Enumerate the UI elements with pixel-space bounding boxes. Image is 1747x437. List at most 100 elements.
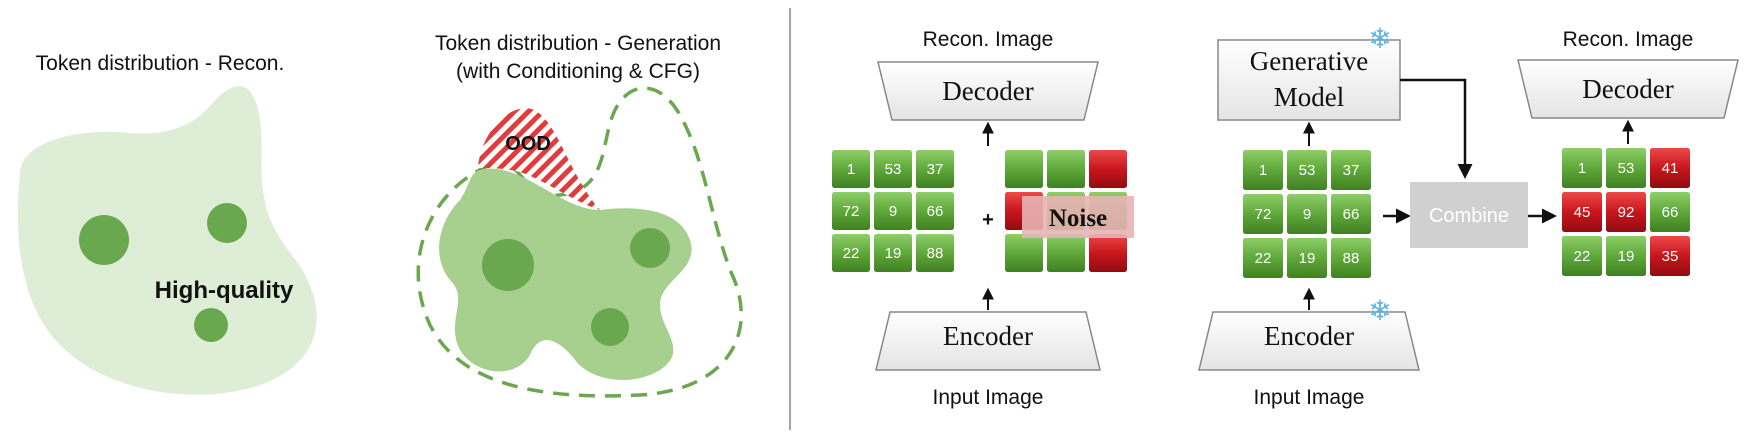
ood-region xyxy=(478,108,600,210)
noise-token-cell xyxy=(1004,233,1044,273)
middle-token-cell-value: 9 xyxy=(889,203,897,220)
middle-token-cell xyxy=(915,233,955,273)
output-token-cell-value: 19 xyxy=(1618,248,1635,265)
recon-image-label-middle: Recon. Image xyxy=(923,28,1054,51)
input-image-label-right: Input Image xyxy=(1254,386,1365,409)
middle-token-cell-value: 88 xyxy=(927,245,944,262)
noise-band xyxy=(1022,196,1134,238)
right-token-cell-value: 53 xyxy=(1299,162,1316,179)
high-quality-label: High-quality xyxy=(155,277,294,304)
gen-dot-1 xyxy=(482,239,534,291)
right-token-cell-value: 22 xyxy=(1255,250,1272,267)
middle-token-cell xyxy=(831,233,871,273)
right-token-cell xyxy=(1242,237,1284,279)
decoder-label-middle: Decoder xyxy=(942,76,1033,106)
middle-token-cell-value: 72 xyxy=(843,203,860,220)
encoder-block-middle xyxy=(875,311,1101,371)
output-token-cell xyxy=(1649,191,1691,233)
right-token-cell xyxy=(1242,149,1284,191)
noise-label: Noise xyxy=(1049,205,1107,232)
output-token-cell xyxy=(1605,191,1647,233)
token-grid-right: 1 53 37 72 9 66 22 19 88 xyxy=(1242,149,1372,279)
right-token-cell-value: 9 xyxy=(1303,206,1311,223)
middle-token-cell-value: 37 xyxy=(927,161,944,178)
recon-distribution-title: Token distribution - Recon. xyxy=(36,52,285,75)
output-token-cell xyxy=(1561,191,1603,233)
encoder-block-right xyxy=(1198,311,1420,371)
right-token-cell xyxy=(1242,193,1284,235)
plus-sign: + xyxy=(982,209,994,231)
right-token-cell xyxy=(1286,193,1328,235)
noise-token-cell xyxy=(1088,233,1128,273)
noise-token-cell xyxy=(1046,233,1086,273)
right-token-cell xyxy=(1330,193,1372,235)
right-token-cell-value: 66 xyxy=(1343,206,1360,223)
frozen-snowflake-icon: ❄ xyxy=(1368,22,1391,55)
recon-image-label-right: Recon. Image xyxy=(1563,28,1694,51)
noise-token-cell xyxy=(1004,149,1044,189)
output-token-cell-value: 66 xyxy=(1662,204,1679,221)
output-token-cell xyxy=(1649,235,1691,277)
generation-distribution-title-line2: (with Conditioning & CFG) xyxy=(456,60,700,83)
generative-model-label-line1: Generative xyxy=(1250,46,1368,76)
encoder-label-middle: Encoder xyxy=(943,321,1033,351)
output-token-cell xyxy=(1561,147,1603,189)
output-token-cell xyxy=(1605,147,1647,189)
input-image-label-middle: Input Image xyxy=(933,386,1044,409)
output-token-cell xyxy=(1649,147,1691,189)
middle-token-cell-value: 53 xyxy=(885,161,902,178)
arrow-generative-to-combine xyxy=(1400,78,1473,179)
right-token-cell xyxy=(1330,149,1372,191)
output-token-cell xyxy=(1605,235,1647,277)
right-token-cell-value: 19 xyxy=(1299,250,1316,267)
right-token-cell xyxy=(1286,237,1328,279)
middle-token-cell xyxy=(873,149,913,189)
noise-token-cell xyxy=(1046,149,1086,189)
middle-token-cell-value: 19 xyxy=(885,245,902,262)
recon-dot-3 xyxy=(194,308,228,342)
generation-distribution-blob xyxy=(439,168,692,381)
recon-dot-1 xyxy=(79,215,129,265)
middle-token-cell xyxy=(915,149,955,189)
middle-token-cell xyxy=(915,191,955,231)
right-token-cell xyxy=(1330,237,1372,279)
combine-label: Combine xyxy=(1429,205,1509,227)
middle-token-cell-value: 66 xyxy=(927,203,944,220)
generative-model-block xyxy=(1217,39,1401,121)
ood-label: OOD xyxy=(505,133,551,155)
generation-distribution-title-line1: Token distribution - Generation xyxy=(435,32,721,55)
output-token-cell-value: 53 xyxy=(1618,160,1635,177)
decoder-block-middle xyxy=(877,61,1099,121)
right-token-cell-value: 88 xyxy=(1343,250,1360,267)
output-token-cell-value: 92 xyxy=(1618,204,1635,221)
right-token-cell-value: 72 xyxy=(1255,206,1272,223)
right-token-cell-value: 1 xyxy=(1259,162,1267,179)
middle-token-cell xyxy=(831,191,871,231)
recon-dot-2 xyxy=(207,203,247,243)
middle-token-cell xyxy=(873,233,913,273)
decoder-block-right xyxy=(1517,59,1739,119)
frozen-snowflake-icon-encoder: ❄ xyxy=(1368,294,1391,327)
decoder-label-right: Decoder xyxy=(1582,74,1673,104)
encoder-label-right: Encoder xyxy=(1264,321,1354,351)
output-token-cell-value: 41 xyxy=(1662,160,1679,177)
middle-token-cell xyxy=(831,149,871,189)
conditioning-dashed-boundary xyxy=(416,86,743,398)
right-token-cell-value: 37 xyxy=(1343,162,1360,179)
token-grid-middle: 1 53 37 72 9 66 22 19 88 xyxy=(831,149,955,273)
output-token-cell-value: 1 xyxy=(1578,160,1586,177)
gen-dot-2 xyxy=(630,228,670,268)
recon-distribution-blob xyxy=(17,86,317,395)
middle-token-cell-value: 1 xyxy=(847,161,855,178)
output-token-cell xyxy=(1561,235,1603,277)
generative-model-label-line2: Model xyxy=(1274,82,1345,112)
gen-dot-3 xyxy=(591,308,629,346)
noise-token-cell xyxy=(1088,149,1128,189)
output-token-cell-value: 22 xyxy=(1574,248,1591,265)
output-token-cell-value: 35 xyxy=(1662,248,1679,265)
middle-token-cell xyxy=(873,191,913,231)
middle-token-cell-value: 22 xyxy=(843,245,860,262)
right-token-cell xyxy=(1286,149,1328,191)
